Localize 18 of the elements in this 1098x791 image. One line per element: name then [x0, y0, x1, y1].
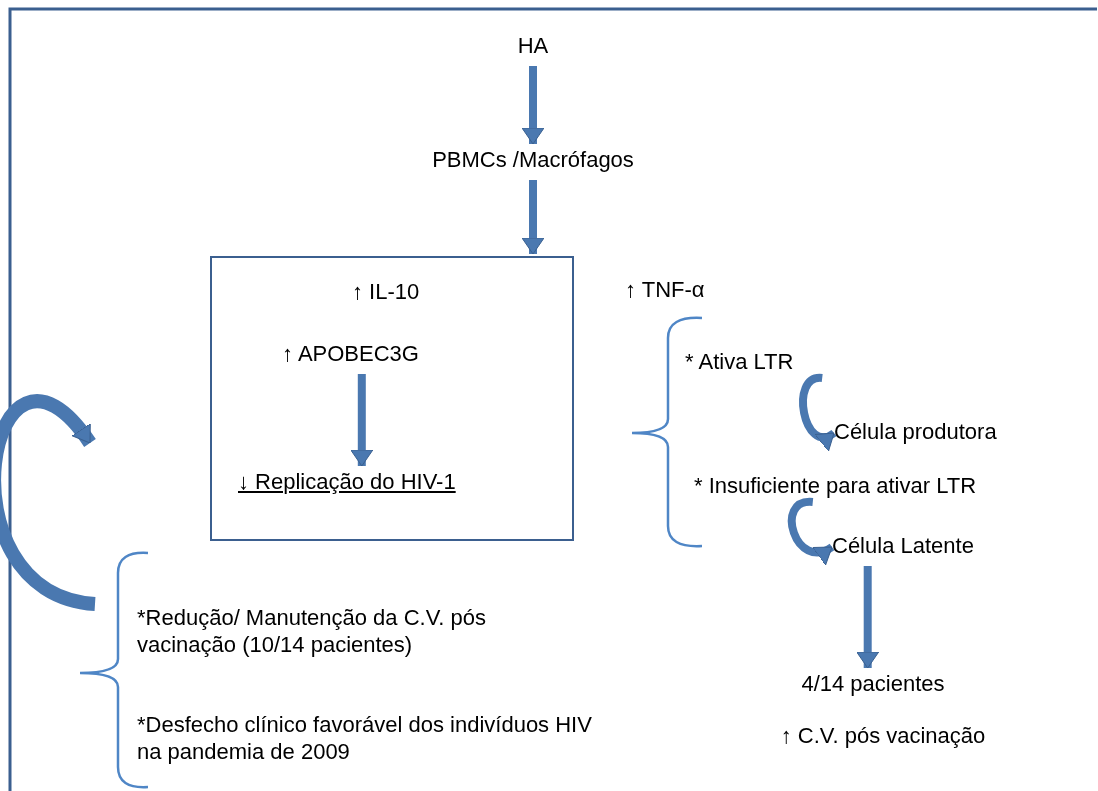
arrow [788, 498, 834, 565]
label-text: 4/14 pacientes [778, 670, 968, 700]
label-text: Célula produtora [834, 418, 1024, 448]
label-text: *Desfecho clínico favorável dos indivíduos HIV na pandemia de 2009 [95, 711, 595, 769]
label-text: HA [503, 32, 563, 62]
label-text: PBMCs /Macrófagos [398, 146, 668, 176]
label-text: *Redução/ Manutenção da C.V. pós vacinação (10/14 pacientes) [95, 604, 525, 662]
arrow [799, 374, 836, 451]
label-text: ↑ IL-10 [352, 278, 462, 308]
arrow [0, 395, 97, 611]
label-text: ↓ Replicação do HIV-1 [238, 468, 518, 498]
process-box [210, 256, 574, 541]
label-text: ↑ TNF-α [625, 276, 735, 306]
label-text: Célula Latente [832, 532, 1002, 562]
label-text: * Insuficiente para ativar LTR [694, 472, 1054, 502]
label-text: ↑ C.V. pós vacinação [748, 722, 1018, 752]
label-text: * Ativa LTR [685, 348, 825, 378]
label-text: ↑ APOBEC3G [282, 340, 472, 370]
